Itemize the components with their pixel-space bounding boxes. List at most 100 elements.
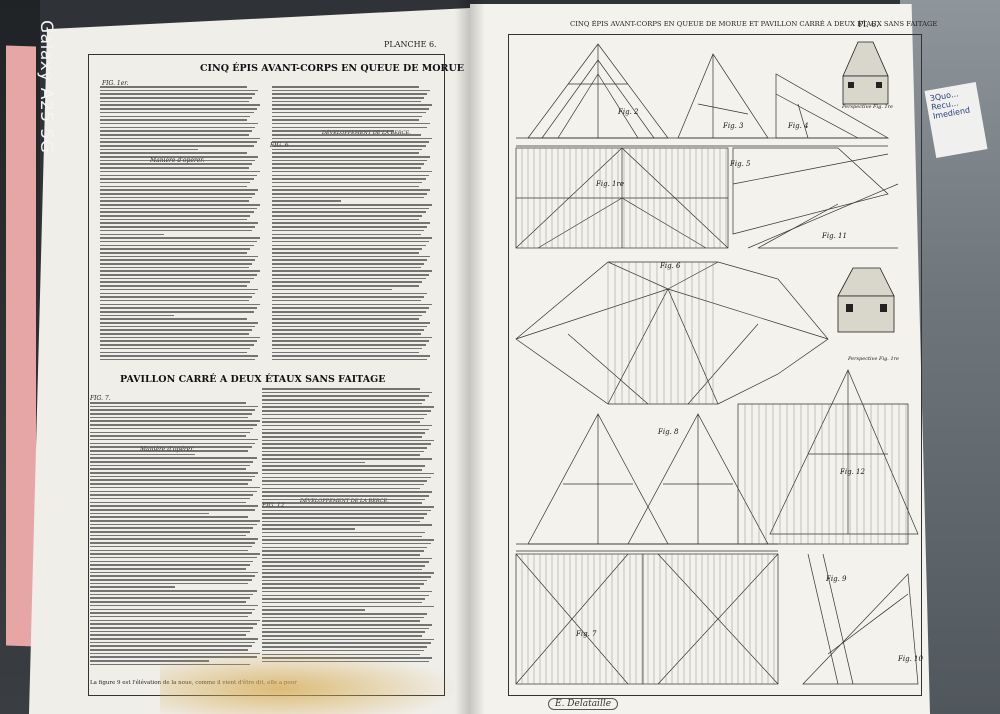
text-line: [100, 266, 249, 269]
text-line: [90, 597, 250, 600]
text-line: [272, 192, 428, 195]
text-line: [272, 218, 420, 221]
text-line: [262, 561, 429, 563]
text-line: [90, 416, 249, 419]
text-line: [90, 494, 254, 496]
right-column-text-2: [262, 388, 434, 665]
text-line: [100, 355, 259, 357]
text-line: [100, 115, 251, 118]
text-line: [272, 229, 424, 232]
text-line: [272, 240, 429, 243]
text-line: [272, 93, 428, 95]
text-line: [262, 598, 426, 600]
text-line: [90, 641, 255, 644]
text-line: [90, 497, 250, 500]
text-line: [262, 550, 424, 552]
fig-label-12: Fig. 12: [840, 468, 865, 476]
text-line: [100, 310, 254, 313]
text-line: [272, 141, 429, 143]
text-line: [262, 413, 428, 416]
text-line: [262, 391, 433, 394]
text-line: [90, 615, 249, 618]
text-line: [90, 483, 249, 485]
text-line: [100, 229, 252, 232]
text-line: [272, 336, 432, 339]
text-line: [100, 222, 259, 225]
text-line: [90, 468, 247, 470]
text-line: [262, 553, 421, 556]
text-line: [262, 638, 434, 641]
text-line: [272, 100, 421, 103]
text-line: [100, 189, 259, 191]
text-line: [272, 355, 431, 357]
text-line: [100, 141, 257, 143]
text-line: [90, 435, 247, 437]
fig-label-9: Fig. 9: [826, 575, 847, 583]
text-line: [272, 277, 426, 280]
text-line: [262, 579, 428, 582]
text-line: [100, 277, 254, 280]
text-line: [262, 483, 424, 486]
text-line: [262, 454, 421, 456]
text-line: [100, 329, 252, 331]
text-line: [90, 438, 259, 441]
text-line: [90, 475, 255, 478]
text-line: [262, 395, 429, 397]
fig-12-label: FIG. 12: [262, 502, 285, 509]
text-line: [90, 464, 250, 467]
text-line: [262, 458, 433, 460]
text-line: [272, 89, 431, 92]
text-line: [262, 568, 422, 571]
text-line: [100, 167, 249, 169]
text-line: [90, 567, 247, 570]
text-line: [90, 520, 260, 522]
text-line: [100, 104, 260, 107]
text-line: [100, 111, 254, 114]
text-line: [272, 215, 423, 217]
text-line: [100, 255, 259, 258]
text-line: [272, 115, 423, 118]
text-line: [90, 634, 247, 636]
text-line: [100, 211, 254, 213]
text-line: [262, 620, 421, 622]
text-line: [262, 410, 431, 412]
text-line: [262, 576, 431, 578]
text-line: [100, 333, 249, 335]
text-line: [100, 322, 259, 324]
sub-heading-2: DÉVELOPPEMENT DE LA BERCE.: [322, 130, 411, 136]
text-line: [272, 303, 432, 306]
text-line: [262, 498, 426, 501]
fig-label-5: Fig. 5: [730, 160, 751, 168]
text-line: [262, 487, 421, 490]
text-line: [262, 447, 428, 449]
text-line: [100, 178, 254, 180]
text-line: [262, 642, 431, 645]
text-line: [272, 178, 426, 180]
fig-label-2: Fig. 2: [618, 108, 639, 116]
fig-label-3: Fig. 3: [723, 122, 744, 130]
text-line: [262, 450, 424, 453]
text-line: [272, 170, 432, 173]
text-line: [272, 233, 421, 236]
text-line: [272, 288, 392, 291]
text-line: [100, 130, 252, 132]
text-line: [100, 119, 248, 121]
text-line: [272, 204, 432, 206]
text-line: [272, 244, 426, 247]
text-line: [262, 612, 428, 615]
text-line: [90, 479, 252, 482]
text-line: [272, 248, 423, 250]
text-line: [262, 461, 366, 464]
text-line: [100, 347, 251, 350]
text-line: [90, 409, 255, 411]
text-line: [100, 156, 259, 158]
text-line: [90, 608, 255, 611]
text-line: [100, 251, 248, 254]
text-line: [100, 285, 248, 287]
text-line: [262, 399, 426, 401]
text-line: [262, 646, 428, 648]
right-page: [470, 4, 930, 714]
text-line: [100, 344, 254, 346]
text-line: [100, 259, 256, 261]
text-line: [262, 601, 422, 604]
